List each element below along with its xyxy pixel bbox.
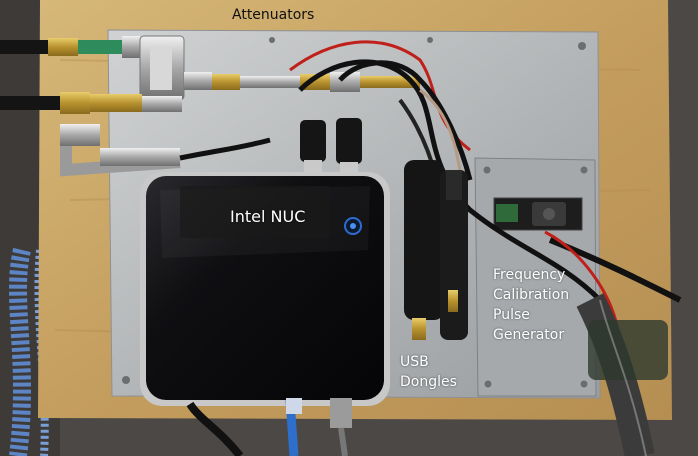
usb-dongle-left bbox=[404, 160, 444, 320]
pulse-generator-label-line4: Generator bbox=[493, 327, 565, 343]
usb-dongles-label-line2: Dongles bbox=[400, 374, 457, 390]
pulse-generator-label-line2: Calibration bbox=[493, 287, 570, 303]
pulse-generator-label-line1: Frequency bbox=[493, 267, 566, 283]
intel-nuc-label: Intel NUC bbox=[230, 207, 306, 226]
usb-dongle-right bbox=[440, 170, 468, 340]
usb-dongles-label-line1: USB bbox=[400, 354, 429, 370]
attenuators-label: Attenuators bbox=[232, 7, 315, 23]
pulse-generator-label-line3: Pulse bbox=[493, 307, 530, 323]
